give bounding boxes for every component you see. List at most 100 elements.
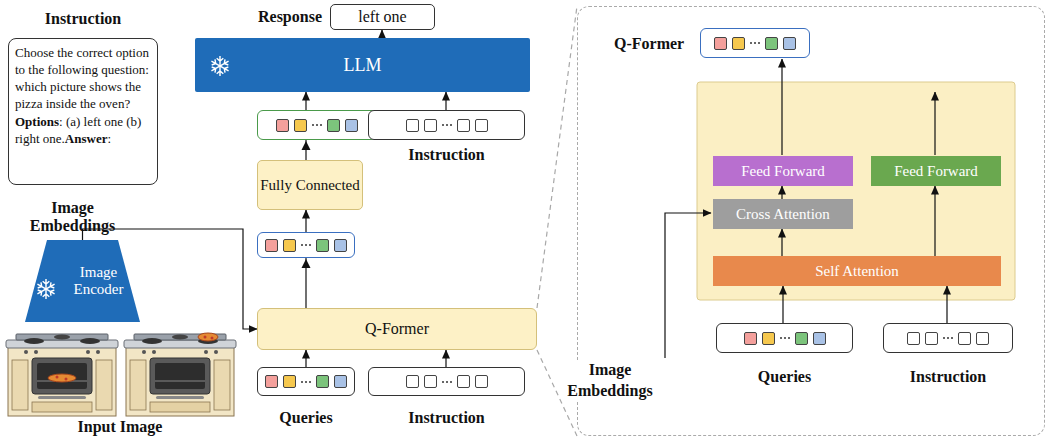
token-square [316,239,329,252]
token-square [283,375,296,388]
oven [6,334,118,416]
response-box: Responseleft one [330,4,435,30]
node-text: Self Attention [815,263,899,280]
node-text [406,119,488,132]
node-body: left one [331,5,434,29]
dot [758,42,760,44]
dot [450,124,452,126]
node-text [744,332,826,345]
dot [301,244,303,246]
heading: Instruction [9,10,157,28]
token-square [765,37,778,50]
label: Image Embeddings [566,360,654,402]
oven-illustration [124,333,236,416]
dot [446,381,448,383]
cross-attention-box: Cross Attention [713,199,853,229]
pizza [48,374,76,382]
arrow-connector [781,229,782,256]
text: Feed Forward [894,163,978,179]
token-square [744,332,757,345]
ellipsis-dots [442,124,452,126]
node-body: Feed Forward [871,156,1001,186]
text: Self Attention [815,263,899,279]
node-body: Image Encoder [25,240,140,322]
text: left one [358,8,406,25]
token-square [976,332,989,345]
node-body: Self Attention [713,256,1001,286]
text: Cross Attention [736,206,830,222]
ellipsis-dots [312,124,322,126]
dot [312,124,314,126]
token-square [475,375,488,388]
token-row [257,232,355,258]
token-square [276,119,289,132]
token-square [294,119,307,132]
token-square [732,37,745,50]
dot [305,244,307,246]
arrow-connector [381,30,382,38]
token-square [457,375,470,388]
token-squares [406,375,488,388]
dot [442,381,444,383]
token-squares [265,375,347,388]
dot [780,337,782,339]
node-text [265,375,347,388]
dot [784,337,786,339]
heading: Queries [258,409,354,427]
ellipsis-dots [750,42,760,44]
llm-box: LLM [195,38,530,92]
ellipsis-dots [780,337,790,339]
node-text: Fully Connected [260,177,360,194]
node-text: Q-Former [365,320,429,338]
node-body: LLM [195,38,530,92]
node-text: Feed Forward [741,163,825,180]
token-row [257,110,377,140]
dot [951,337,953,339]
token-square [265,375,278,388]
label: Input Image [45,418,195,436]
node-text: Choose the correct option to the followi… [15,44,151,147]
arrow-connector [782,286,783,323]
token-square [958,332,971,345]
node-text: left one [358,8,406,26]
dot [309,244,311,246]
text: Image Encoder [74,264,124,297]
token-square [925,332,938,345]
node-body: Fully Connected [258,161,362,209]
token-square [424,375,437,388]
node-body: Choose the correct option to the followi… [9,39,157,184]
dot [943,337,945,339]
token-square [316,375,329,388]
text: Choose the correct option to the followi… [15,45,149,111]
ellipsis-dots [301,381,311,383]
dot [305,381,307,383]
token-square [406,375,419,388]
arrow-connector [445,92,446,110]
image-encoder: Image Encoder [25,240,140,322]
heading: Instruction [369,146,524,164]
token-row: Queries [716,323,853,353]
token-row: Instruction [368,367,525,396]
pizza [198,333,218,341]
token-square [783,37,796,50]
arrow-connector [934,186,935,256]
qformer-block [697,82,1015,300]
token-row [700,28,810,58]
dot [750,42,752,44]
node-text: Cross Attention [736,206,830,223]
token-square [327,119,340,132]
token-square [283,239,296,252]
dashed-connector [537,6,577,308]
text: : [107,131,111,146]
dot [788,337,790,339]
feed-forward-box: Feed Forward [871,156,1001,186]
token-squares [406,119,488,132]
heading: Q-Former [614,35,684,53]
token-square [714,37,727,50]
text: Feed Forward [741,163,825,179]
dot [446,124,448,126]
label: Image Embeddings [10,199,135,235]
token-square [406,119,419,132]
arrow-connector [305,210,306,308]
frozen-icon [209,55,231,77]
